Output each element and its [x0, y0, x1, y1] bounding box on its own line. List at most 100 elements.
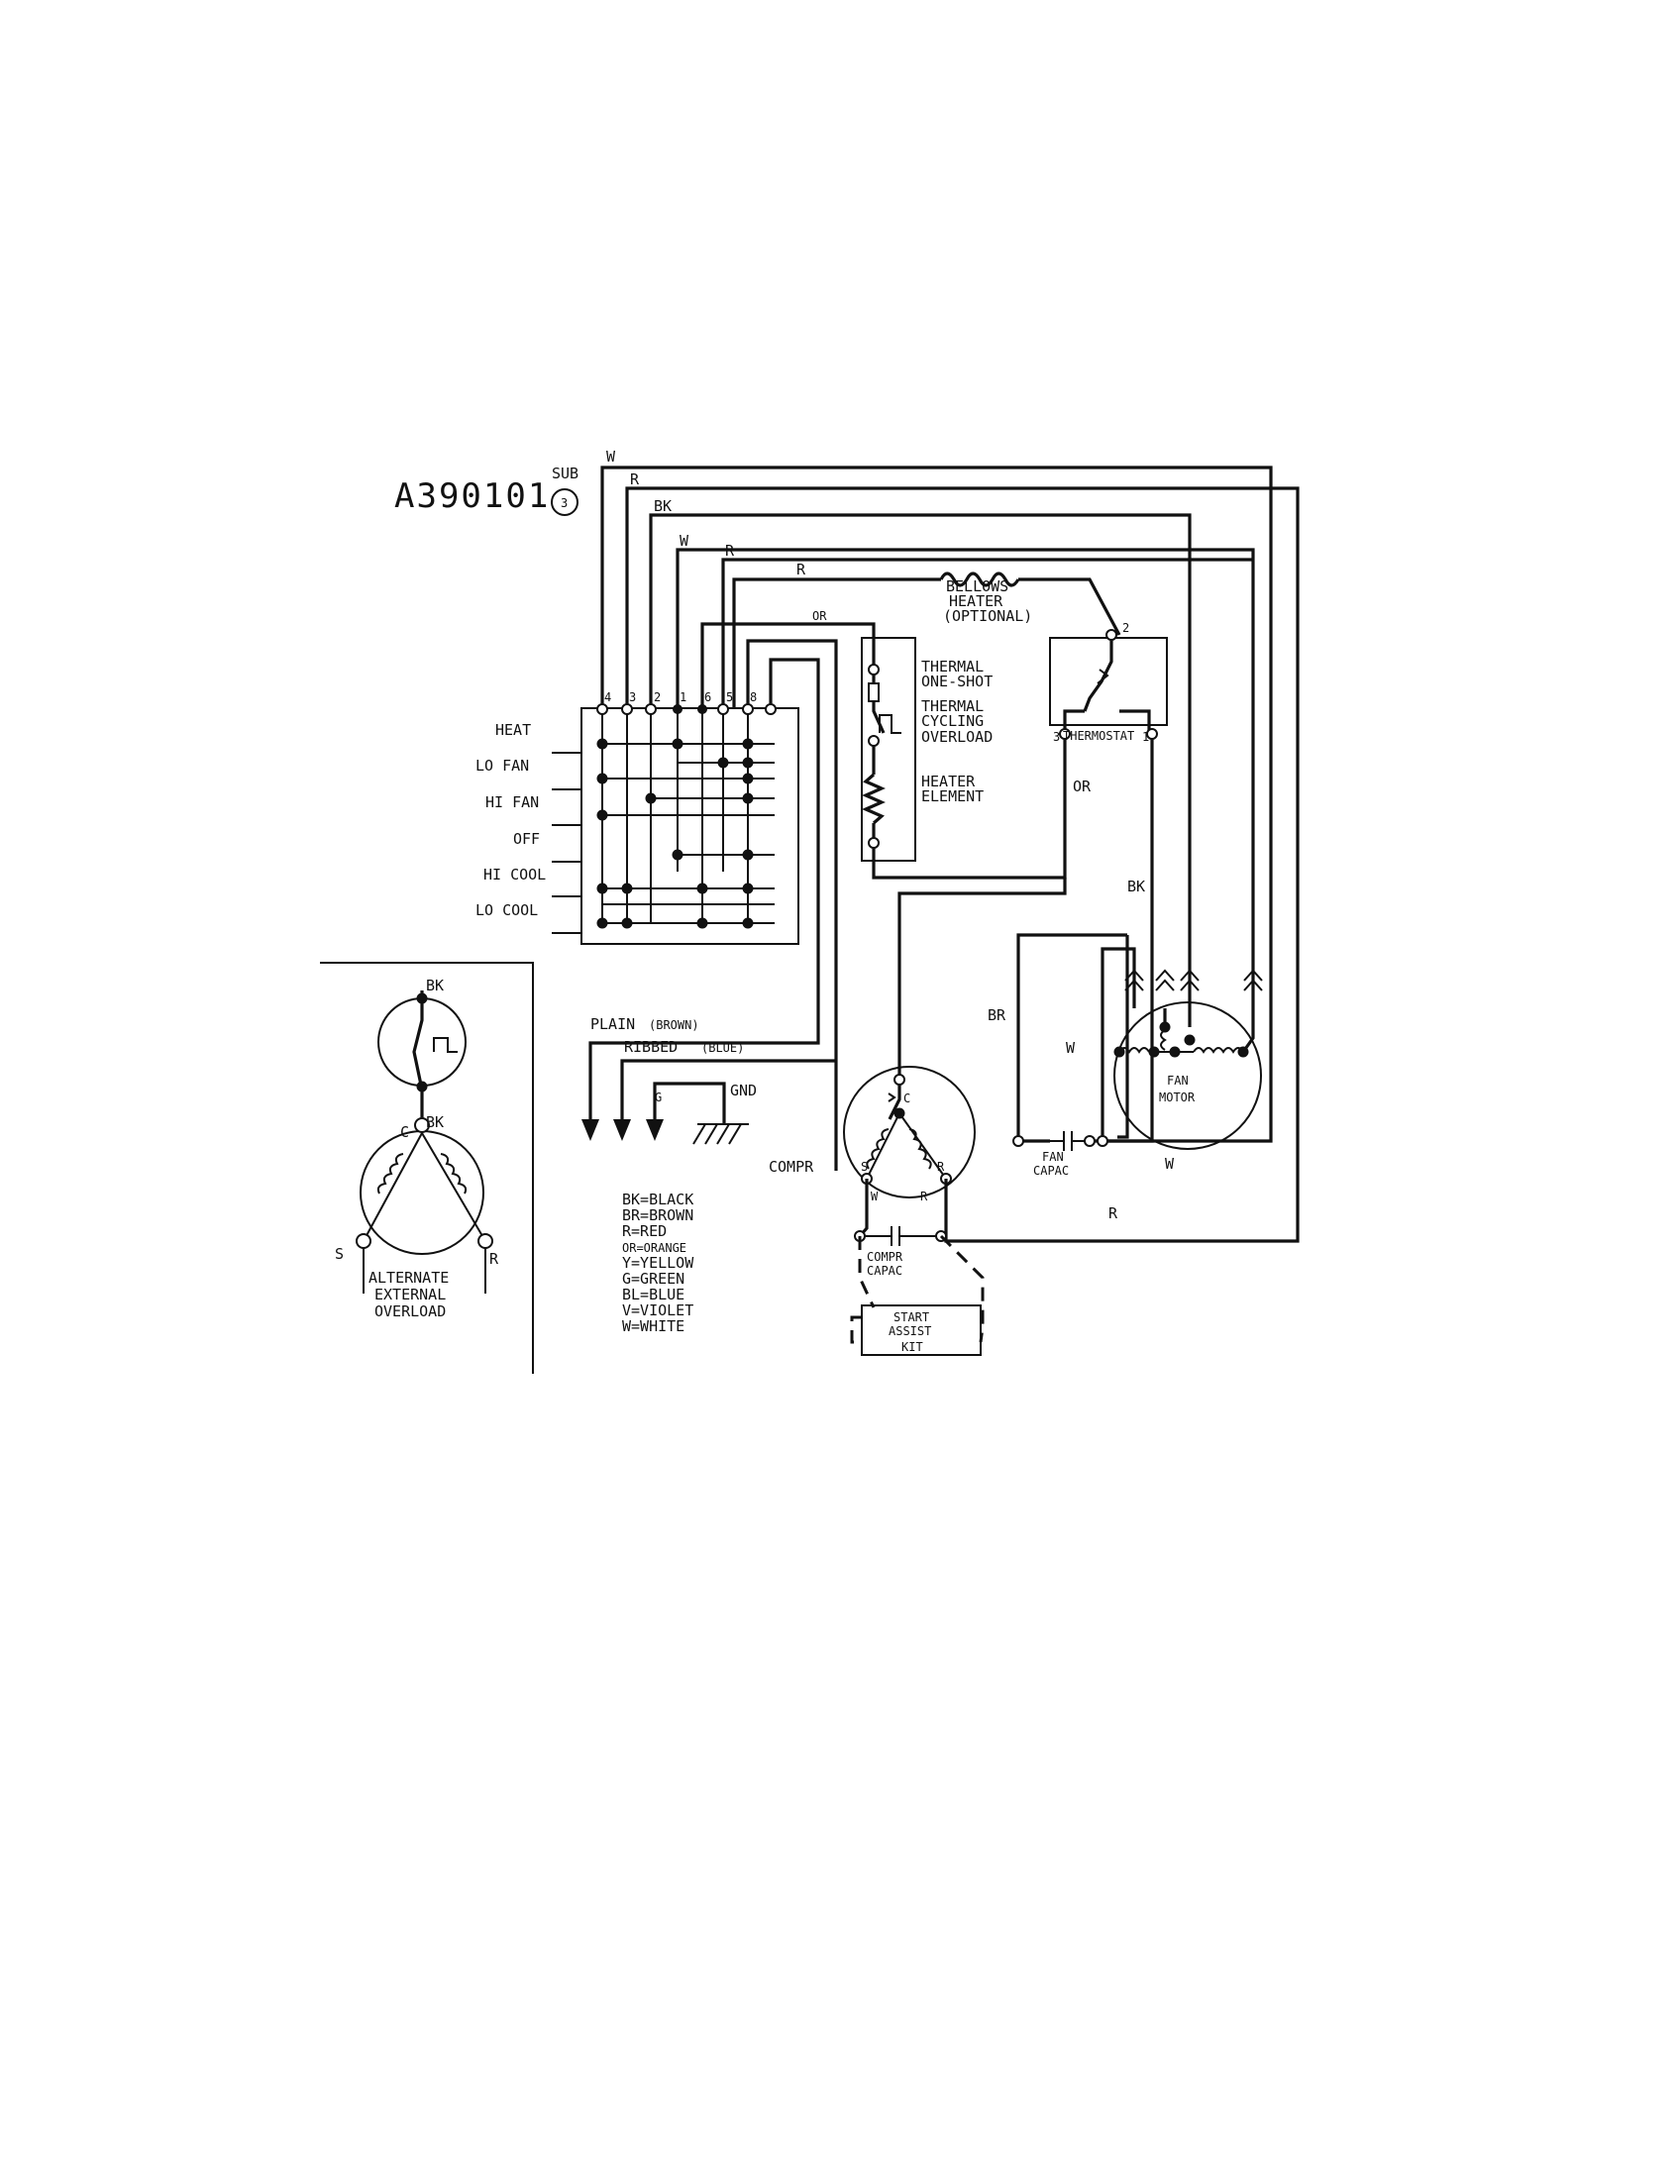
wire-or-top	[700, 622, 876, 709]
ground-plug-arrow	[646, 1119, 664, 1141]
bellows-label-2: HEATER	[949, 592, 1003, 610]
wire-bk-compressor	[897, 878, 1067, 1080]
terminal-3: 3	[629, 690, 636, 704]
model-number: A390101	[394, 476, 550, 516]
terminal-1: 1	[680, 690, 686, 704]
terminal-6: 6	[704, 690, 711, 704]
label-w-bottom: W	[1165, 1155, 1175, 1173]
legend-or: OR=ORANGE	[622, 1241, 686, 1255]
label-w-mid: W	[680, 532, 689, 550]
compressor-housing	[843, 1066, 976, 1198]
heater-label-2: ELEMENT	[921, 787, 984, 805]
ribbed-color-label: (BLUE)	[701, 1041, 744, 1055]
one-shot-label-2: ONE-SHOT	[921, 673, 993, 690]
color-legend: BK=BLACK BR=BROWN R=RED OR=ORANGE Y=YELL…	[622, 1191, 694, 1335]
alt-s: S	[335, 1245, 344, 1263]
position-hi-fan: HI FAN	[485, 793, 539, 811]
terminal-5: 5	[726, 690, 733, 704]
sub-badge-circle	[551, 488, 578, 516]
label-br-fan: BR	[988, 1006, 1006, 1024]
fan-capac-label-2: CAPAC	[1033, 1164, 1069, 1178]
plain-color-label: (BROWN)	[649, 1018, 699, 1032]
wire-w-top	[600, 466, 1273, 1143]
g-label: G	[655, 1091, 662, 1104]
label-or-thermostat: OR	[1073, 778, 1092, 795]
legend-r: R=RED	[622, 1222, 667, 1240]
wire-w-mid	[676, 548, 1255, 1008]
sub-number: 3	[561, 496, 568, 510]
gnd-label: GND	[730, 1082, 757, 1099]
alt-bk-top: BK	[426, 977, 444, 994]
fan-motor-housing	[1113, 1001, 1262, 1150]
wire-ribbed	[620, 1059, 836, 1119]
wire-bk-top	[649, 513, 1192, 1008]
alt-c: C	[400, 1123, 409, 1141]
compr-pin-s: S	[861, 1160, 868, 1174]
wire-plain	[588, 658, 820, 1119]
wire-r-mid	[721, 558, 1253, 709]
alt-caption-2: EXTERNAL	[374, 1286, 446, 1303]
thermostat-pin-3: 3	[1053, 730, 1060, 744]
alt-r: R	[489, 1250, 499, 1268]
legend-g: G=GREEN	[622, 1270, 684, 1288]
label-w-top: W	[606, 448, 616, 466]
start-assist-kit-box	[861, 1304, 982, 1356]
compr-label: COMPR	[769, 1158, 814, 1176]
compressor	[843, 1066, 985, 1356]
sub-label: SUB	[552, 465, 578, 482]
thermostat-label: THERMOSTAT	[1063, 729, 1134, 743]
label-r-top: R	[630, 470, 640, 488]
selector-switch	[552, 703, 799, 945]
position-lo-fan: LO FAN	[475, 757, 529, 775]
thermal-one-shot-fuse	[868, 682, 880, 702]
legend-y: Y=YELLOW	[622, 1254, 694, 1272]
wire-r-bellows-left	[732, 577, 941, 709]
compr-capac-label-1: COMPR	[867, 1250, 903, 1264]
bellows-label-3: (OPTIONAL)	[943, 607, 1032, 625]
alternate-panel-border	[320, 962, 534, 1374]
compr-wire-r: R	[920, 1190, 928, 1203]
alt-bk-bottom: BK	[426, 1113, 444, 1131]
power-cord	[581, 1082, 749, 1145]
thermostat-pin-1: 1	[1142, 730, 1149, 744]
cycling-label-3: OVERLOAD	[921, 728, 993, 746]
position-off: OFF	[513, 830, 540, 848]
wire-r-top	[625, 486, 1300, 1243]
legend-w: W=WHITE	[622, 1317, 684, 1335]
start-assist-label-1: START	[893, 1310, 929, 1324]
alternate-overload-panel	[320, 962, 534, 1374]
bellows-label-1: BELLOWS	[946, 577, 1008, 595]
cycling-label-2: CYCLING	[921, 712, 984, 730]
label-r-mid: R	[725, 542, 735, 560]
label-r-bellows: R	[796, 561, 806, 578]
label-r-bottom: R	[1108, 1204, 1118, 1222]
start-assist-label-3: KIT	[901, 1340, 923, 1354]
top-harness	[588, 466, 1300, 1243]
heater-housing	[861, 637, 916, 862]
ribbed-plug-arrow	[613, 1119, 631, 1141]
legend-br: BR=BROWN	[622, 1206, 693, 1224]
fan-motor-label-2: MOTOR	[1159, 1091, 1196, 1104]
terminal-4: 4	[604, 690, 611, 704]
position-heat: HEAT	[495, 721, 531, 739]
wire-br-fan	[1016, 933, 1127, 1141]
legend-bl: BL=BLUE	[622, 1286, 684, 1303]
ground-wire	[653, 1082, 726, 1124]
compr-wire-w: W	[871, 1190, 879, 1203]
compr-pin-r: R	[937, 1160, 945, 1174]
alt-caption-1: ALTERNATE	[368, 1269, 449, 1287]
bellows-heater-coil	[939, 572, 1020, 587]
start-assist-label-2: ASSIST	[889, 1324, 931, 1338]
thermostat	[1049, 629, 1168, 1143]
wire-r-bellows-right	[1018, 577, 1121, 636]
fan-motor-label-1: FAN	[1167, 1074, 1189, 1088]
label-or-top: OR	[812, 609, 827, 623]
heater-assembly	[861, 637, 1067, 880]
thermostat-pin-2: 2	[1122, 621, 1129, 635]
label-bk-top: BK	[654, 497, 672, 515]
legend-v: V=VIOLET	[622, 1301, 693, 1319]
fan-motor	[1012, 933, 1263, 1151]
cycling-label-1: THERMAL	[921, 697, 984, 715]
